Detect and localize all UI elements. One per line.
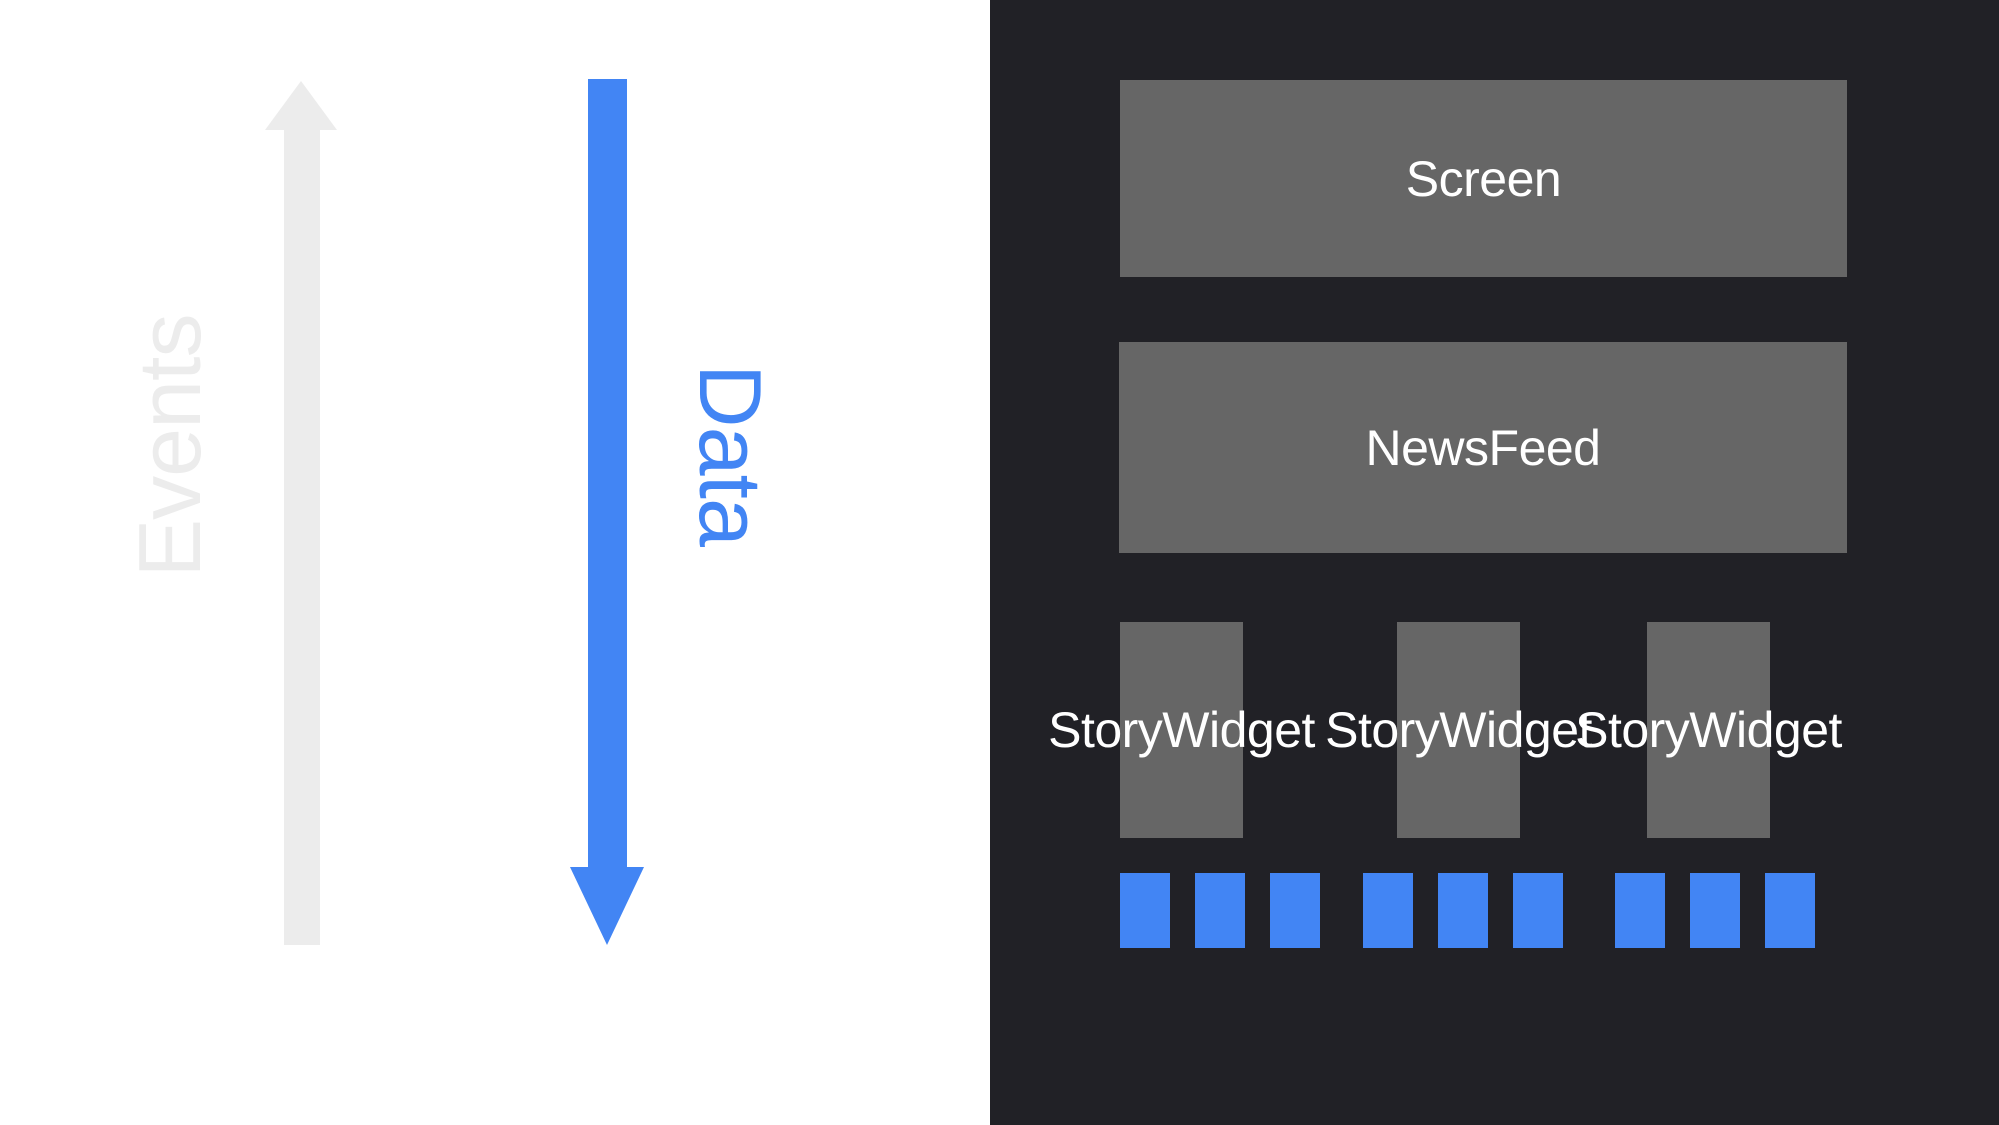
node-story-widget-line1: Story (1575, 702, 1690, 758)
leaf-node-rect[interactable] (1195, 873, 1245, 948)
flow-legend-panel: Events Data (0, 0, 990, 1125)
leaf-node-rect[interactable] (1690, 873, 1740, 948)
node-newsfeed[interactable]: NewsFeed (1119, 342, 1847, 553)
node-story-widget-line1: Story (1325, 702, 1440, 758)
leaf-node-rect[interactable] (1615, 873, 1665, 948)
node-story-widget-line2: Widget (1689, 702, 1842, 758)
leaf-node-rect[interactable] (1363, 873, 1413, 948)
node-story-widget[interactable]: Story Widget (1325, 622, 1592, 838)
component-tree-panel: Screen NewsFeed Story Widget Story Widge… (990, 0, 1999, 1125)
node-story-widget-line2: Widget (1439, 702, 1592, 758)
leaf-node-rect[interactable] (1765, 873, 1815, 948)
data-flow-label: Data (681, 364, 780, 546)
leaf-node-rect[interactable] (1120, 873, 1170, 948)
leaf-node-rect[interactable] (1438, 873, 1488, 948)
flow-arrows-group (265, 79, 644, 945)
node-story-widget[interactable]: Story Widget (1048, 622, 1315, 838)
data-arrow-down-icon (570, 79, 644, 945)
events-arrow-up-icon (265, 81, 337, 945)
node-story-widget-line2: Widget (1162, 702, 1315, 758)
node-screen[interactable]: Screen (1120, 80, 1847, 277)
node-story-widget[interactable]: Story Widget (1575, 622, 1842, 838)
leaf-node-rect[interactable] (1513, 873, 1563, 948)
node-story-widget-line1: Story (1048, 702, 1163, 758)
leaf-node-rect[interactable] (1270, 873, 1320, 948)
events-flow-label: Events (120, 314, 219, 578)
